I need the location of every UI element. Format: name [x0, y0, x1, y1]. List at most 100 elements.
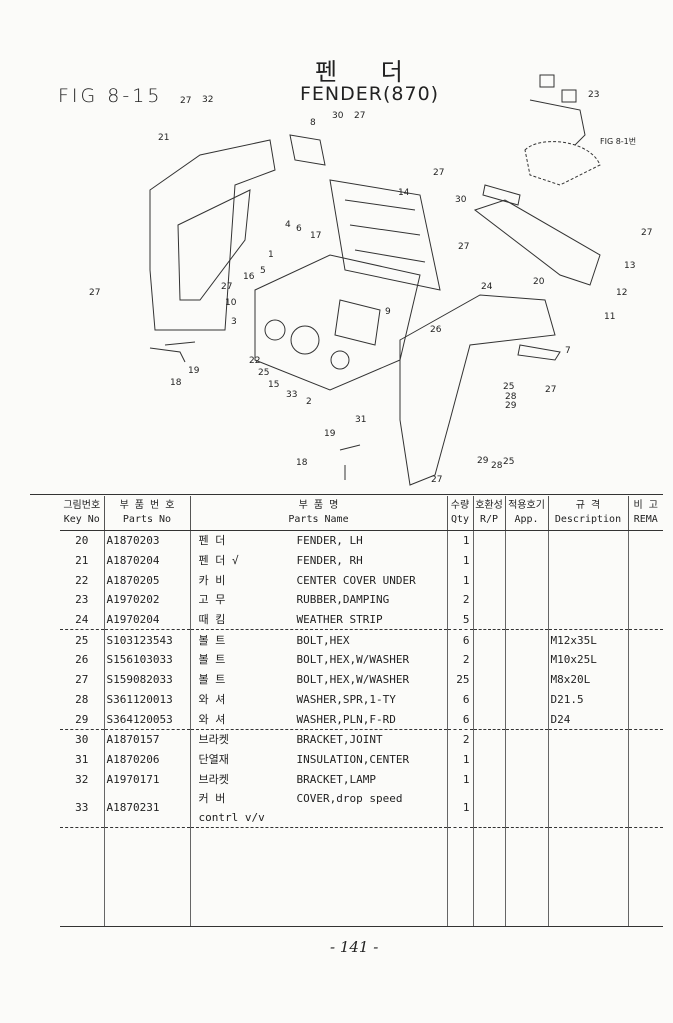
rp	[472, 769, 505, 789]
empty-cell	[504, 906, 548, 928]
fender-lh-cutout	[177, 189, 251, 301]
description	[547, 590, 628, 610]
qty: 2	[446, 590, 473, 610]
rp	[472, 629, 505, 651]
qty: 1	[446, 550, 473, 571]
empty-cell	[189, 867, 447, 887]
part-no: A1970204	[103, 609, 190, 631]
part-no: A1870231	[103, 788, 190, 828]
rp	[472, 609, 505, 631]
parts-name-kr: 고 무	[198, 593, 226, 607]
parts-name: 펜 더 √FENDER, RH	[189, 550, 447, 571]
callout-label: 27	[641, 228, 653, 238]
app	[504, 749, 548, 770]
callout-label: 19	[324, 429, 336, 439]
app	[504, 629, 548, 651]
part-no: S156103033	[103, 650, 190, 670]
remarks	[627, 570, 663, 591]
part-no: A1870206	[103, 749, 190, 770]
parts-name-en: RUBBER,DAMPING	[296, 593, 390, 607]
callout-label: 25	[503, 382, 515, 392]
callout-label: 27	[545, 385, 557, 395]
app	[504, 709, 548, 730]
empty-cell	[103, 847, 190, 868]
callout-label: 4	[285, 220, 291, 230]
empty-cell	[189, 906, 447, 928]
rp	[472, 788, 505, 828]
callout-label: 20	[533, 277, 545, 287]
callout-label: 29	[505, 401, 517, 411]
empty-cell	[627, 906, 663, 928]
empty-row	[60, 867, 663, 887]
callout-label: 8	[310, 118, 316, 128]
parts-name-kr: 카 비	[198, 573, 226, 587]
app	[504, 609, 548, 631]
empty-cell	[547, 827, 628, 848]
part-no: A1970202	[103, 590, 190, 610]
part-no: S103123543	[103, 629, 190, 651]
callout-label: 27	[431, 475, 443, 485]
callout-label: 25	[503, 457, 515, 467]
qty: 2	[446, 729, 473, 750]
empty-cell	[60, 906, 104, 928]
remarks	[627, 550, 663, 571]
empty-cell	[103, 827, 190, 848]
callout-label: 27	[458, 242, 470, 252]
callout-label: 23	[588, 90, 600, 100]
app	[504, 590, 548, 610]
qty: 5	[446, 609, 473, 631]
description: D21.5	[547, 689, 628, 710]
empty-row	[60, 906, 663, 928]
empty-cell	[472, 847, 505, 868]
rp	[472, 550, 505, 571]
qty: 6	[446, 629, 473, 651]
callout-label: 33	[286, 390, 298, 400]
app	[504, 570, 548, 591]
rp	[472, 650, 505, 670]
remarks	[627, 629, 663, 651]
app	[504, 769, 548, 789]
empty-cell	[446, 847, 473, 868]
rp	[472, 669, 505, 690]
part-no: S159082033	[103, 669, 190, 690]
rp	[472, 709, 505, 730]
empty-cell	[60, 867, 104, 887]
key-no: 33	[60, 788, 104, 828]
parts-name-en: BRACKET,LAMP	[296, 772, 376, 786]
parts-name-kr: 단열재	[198, 752, 229, 766]
parts-name-kr: 와 셔	[198, 712, 226, 726]
key-no: 28	[75, 692, 89, 706]
parts-name-en: BOLT,HEX,W/WASHER	[296, 673, 410, 687]
callout-label: 22	[249, 356, 261, 366]
rp	[472, 530, 505, 551]
empty-cell	[547, 887, 628, 907]
console-panel	[254, 254, 421, 391]
parts-name: 고 무 RUBBER,DAMPING	[189, 590, 447, 610]
empty-cell	[60, 827, 104, 847]
empty-row	[60, 887, 663, 907]
qty: 1	[446, 570, 473, 591]
parts-name-kr: 펜 더 √	[198, 554, 239, 568]
key-no: 20	[75, 534, 89, 548]
remarks	[627, 729, 663, 750]
callout-label: 1	[268, 250, 274, 260]
remarks	[627, 769, 663, 789]
callout-label: 7	[565, 346, 571, 356]
parts-name-kr: 볼 트	[198, 633, 226, 647]
part-no: A1970171	[103, 769, 190, 789]
qty: 1	[446, 749, 473, 770]
callout-label: 27	[180, 96, 192, 106]
parts-name-en: BOLT,HEX,W/WASHER	[296, 653, 410, 667]
qty: 1	[446, 769, 473, 789]
